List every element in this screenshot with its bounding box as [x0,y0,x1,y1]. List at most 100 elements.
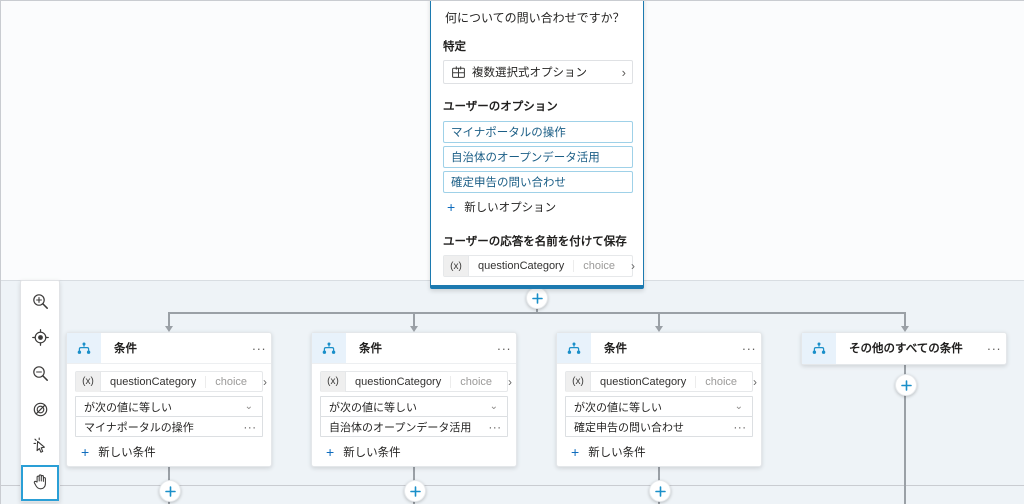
add-condition-label: 新しい条件 [588,447,646,459]
add-node-button-branch-1[interactable] [159,480,181,502]
variable-x-icon: (x) [444,256,469,276]
connector-to-branch-2 [413,312,415,327]
card-overflow-menu[interactable]: ··· [741,340,757,356]
card-header[interactable]: 条件 ··· [557,333,761,364]
value-overflow-menu[interactable]: ··· [243,419,257,434]
plus-icon: + [571,444,580,460]
plus-icon: + [326,444,335,460]
chevron-right-icon: › [753,374,758,389]
condition-card-1[interactable]: 条件 ··· (x) questionCategory choice › が次の… [66,332,272,467]
condition-branch-icon [312,333,346,363]
add-node-button-branch-2[interactable] [404,480,426,502]
variable-type: choice [573,260,624,272]
condition-variable-chip[interactable]: (x) questionCategory choice › [565,371,757,392]
condition-card-2[interactable]: 条件 ··· (x) questionCategory choice › が次の… [311,332,517,467]
arrowhead-branch-4 [901,326,909,332]
option-input-3[interactable]: 確定申告の問い合わせ [443,171,633,193]
card-overflow-menu[interactable]: ··· [986,340,1002,356]
smart-select-cursor-icon [32,437,49,457]
variable-type: choice [205,375,256,388]
chevron-right-icon: › [508,374,513,389]
condition-operator-select[interactable]: が次の値に等しい ⌄ [75,396,263,417]
value-label: 確定申告の問い合わせ [574,421,684,434]
condition-card-3[interactable]: 条件 ··· (x) questionCategory choice › が次の… [556,332,762,467]
connector-below-branch-4 [904,365,906,504]
card-overflow-menu[interactable]: ··· [251,340,267,356]
card-body: (x) questionCategory choice › が次の値に等しい ⌄… [67,364,271,469]
operator-label: が次の値に等しい [84,401,172,414]
card-header[interactable]: 条件 ··· [67,333,271,364]
condition-branch-icon [802,332,836,364]
fit-to-screen-tool-button[interactable] [21,321,59,357]
variable-type: choice [695,375,746,388]
operator-label: が次の値に等しい [574,401,662,414]
value-label: 自治体のオープンデータ活用 [329,421,472,434]
identify-section-label: 特定 [443,41,466,53]
zoom-out-tool-button[interactable] [21,357,59,393]
connector-branch-bar [169,312,905,314]
add-option-label: 新しいオプション [464,202,557,214]
plus-icon: + [447,199,456,215]
variable-name: questionCategory [600,375,687,388]
option-input-1[interactable]: マイナポータルの操作 [443,121,633,143]
pan-hand-icon [32,473,49,493]
condition-operator-select[interactable]: が次の値に等しい ⌄ [320,396,508,417]
condition-value-field[interactable]: 自治体のオープンデータ活用 ··· [320,416,508,437]
card-header[interactable]: その他のすべての条件 ··· [802,332,1006,364]
save-response-label: ユーザーの応答を名前を付けて保存 [443,236,627,248]
value-label: マイナポータルの操作 [84,421,194,434]
zoom-out-icon [32,365,49,385]
add-condition-button[interactable]: + 新しい条件 [77,442,263,462]
condition-operator-select[interactable]: が次の値に等しい ⌄ [565,396,753,417]
arrowhead-branch-2 [410,326,418,332]
connector-to-branch-3 [658,312,660,327]
card-title: 条件 [359,343,382,355]
chevron-down-icon: ⌄ [244,401,253,412]
user-options-label: ユーザーのオプション [443,101,558,113]
card-title: 条件 [604,343,627,355]
smart-select-tool-button[interactable] [21,429,59,465]
multiple-choice-grid-icon [452,65,465,79]
connector-trunk-lower [536,307,538,313]
pan-hand-tool-button[interactable] [21,465,59,501]
add-node-button-main[interactable] [526,287,548,309]
zoom-in-icon [32,293,49,313]
condition-value-field[interactable]: マイナポータルの操作 ··· [75,416,263,437]
variable-x-icon: (x) [76,371,101,392]
variable-name: questionCategory [110,375,197,388]
question-node-panel[interactable]: 何についての問い合わせですか？ 特定 複数選択式オプション › ユーザーのオプシ… [430,1,644,289]
identify-type-row[interactable]: 複数選択式オプション › [443,60,633,84]
condition-variable-chip[interactable]: (x) questionCategory choice › [320,371,512,392]
card-overflow-menu[interactable]: ··· [496,340,512,356]
chevron-down-icon: ⌄ [734,401,743,412]
question-variable-chip[interactable]: (x) questionCategory choice › [443,255,635,277]
zoom-in-tool-button[interactable] [21,285,59,321]
value-overflow-menu[interactable]: ··· [488,419,502,434]
option-input-2[interactable]: 自治体のオープンデータ活用 [443,146,633,168]
variable-x-icon: (x) [321,371,346,392]
condition-branch-icon [557,333,591,363]
add-node-button-branch-4[interactable] [895,374,917,396]
card-title: その他のすべての条件 [849,343,963,355]
add-condition-button[interactable]: + 新しい条件 [567,442,753,462]
add-option-button[interactable]: + 新しいオプション [443,197,633,217]
card-header[interactable]: 条件 ··· [312,333,516,364]
variable-name: questionCategory [478,260,565,272]
add-node-button-branch-3[interactable] [649,480,671,502]
chevron-right-icon: › [621,64,626,80]
fit-to-screen-icon [31,329,49,349]
reset-view-tool-button[interactable] [21,393,59,429]
operator-label: が次の値に等しい [329,401,417,414]
question-text: 何についての問い合わせですか？ [445,11,625,25]
condition-variable-chip[interactable]: (x) questionCategory choice › [75,371,267,392]
arrowhead-branch-3 [655,326,663,332]
canvas-tool-palette [20,280,60,502]
add-condition-button[interactable]: + 新しい条件 [322,442,508,462]
condition-value-field[interactable]: 確定申告の問い合わせ ··· [565,416,753,437]
variable-name: questionCategory [355,375,442,388]
variable-type: choice [450,375,501,388]
condition-card-4-all-other[interactable]: その他のすべての条件 ··· [801,332,1007,365]
connector-to-branch-4 [904,312,906,327]
value-overflow-menu[interactable]: ··· [733,419,747,434]
